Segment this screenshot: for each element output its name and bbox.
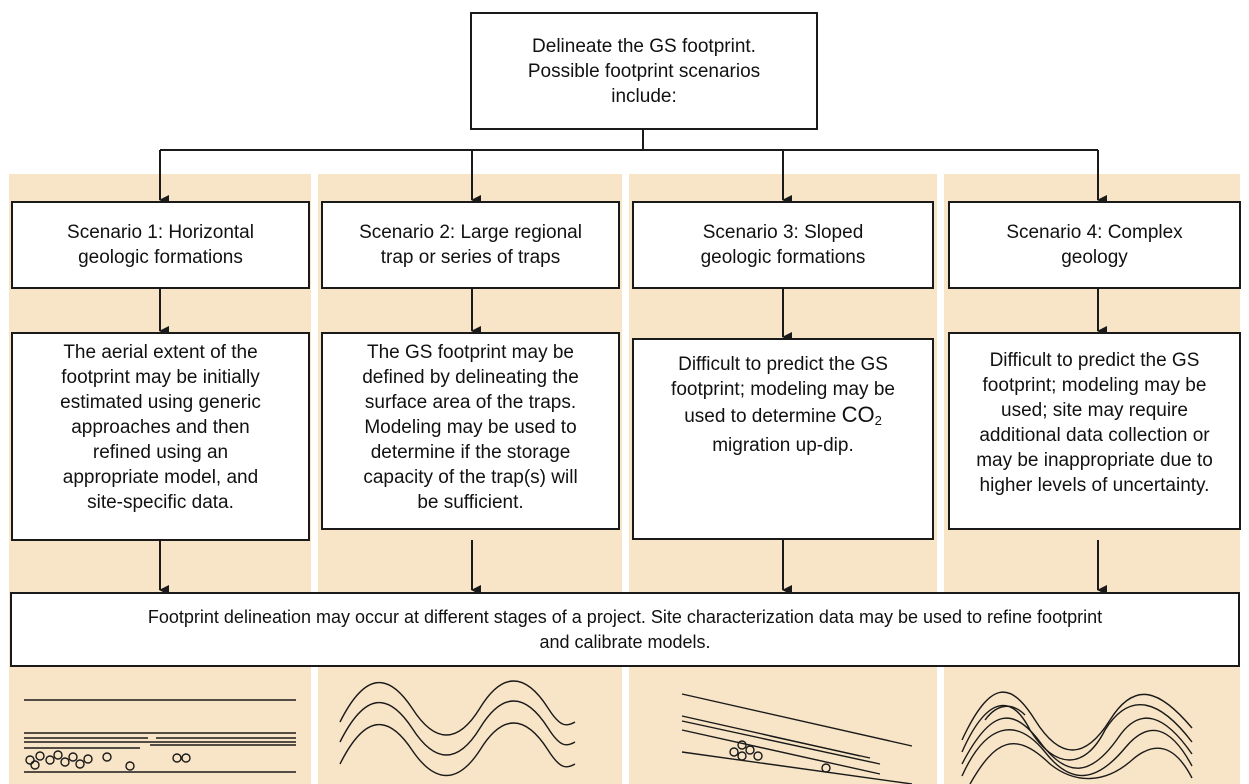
scenario-2-title-line-1: Scenario 2: Large regional xyxy=(359,222,582,243)
co2-main: CO xyxy=(841,402,875,427)
scenario-2-title-box: Scenario 2: Large regional trap or serie… xyxy=(321,201,620,289)
top-box-line-2: Possible footprint scenarios xyxy=(527,60,761,82)
scenario-2-body-line-4: Modeling may be used to xyxy=(364,417,577,438)
scenario-3-body-box: Difficult to predict the GS footprint; m… xyxy=(632,338,934,540)
scenario-2-body-line-7: be sufficient. xyxy=(417,492,524,513)
scenario-4-title-box: Scenario 4: Complex geology xyxy=(948,201,1241,289)
scenario-4-body-line-1: Difficult to predict the GS xyxy=(989,350,1200,371)
scenario-1-body-line-5: refined using an xyxy=(92,442,229,463)
scenario-2-body-box: The GS footprint may be defined by delin… xyxy=(321,332,620,530)
scenario-2-body-line-2: defined by delineating the xyxy=(362,367,579,388)
scenario-4-title-line-2: geology xyxy=(1061,247,1128,268)
scenario-2-body-line-5: determine if the storage xyxy=(370,442,571,463)
scenario-2-body-line-3: surface area of the traps. xyxy=(364,392,577,413)
folded-traps-icon xyxy=(339,680,576,776)
top-box-line-1: Delineate the GS footprint. xyxy=(532,35,756,57)
scenario-4-body-line-5: may be inappropriate due to xyxy=(976,450,1213,471)
scenario-1-body-line-2: footprint may be initially xyxy=(61,367,260,388)
complex-geology-icon xyxy=(961,691,1193,784)
horizontal-layers-icon xyxy=(24,699,296,773)
scenario-3-body-line-4: migration up-dip. xyxy=(712,435,854,456)
scenario-4-body-line-4: additional data collection or xyxy=(979,425,1210,446)
scenario-4-body-line-2: footprint; modeling may be xyxy=(982,375,1207,396)
co2-subscript: 2 xyxy=(874,413,882,428)
scenario-1-body-line-7: site-specific data. xyxy=(87,492,234,513)
scenario-3-title-line-1: Scenario 3: Sloped xyxy=(702,222,864,243)
scenario-1-body-line-6: appropriate model, and xyxy=(62,467,259,488)
scenario-1-title-line-1: Scenario 1: Horizontal xyxy=(67,222,254,243)
scenario-3-title-box: Scenario 3: Sloped geologic formations xyxy=(632,201,934,289)
scenario-3-title-line-2: geologic formations xyxy=(700,247,866,268)
scenario-4-body-line-6: higher levels of uncertainty. xyxy=(979,475,1210,496)
top-box: Delineate the GS footprint. Possible foo… xyxy=(470,12,818,130)
bottom-box-line-2: and calibrate models. xyxy=(539,631,711,652)
scenario-2-body-line-6: capacity of the trap(s) will xyxy=(363,467,578,488)
scenario-4-body-line-3: used; site may require xyxy=(1001,400,1188,421)
scenario-1-body-line-4: approaches and then xyxy=(71,417,250,438)
scenario-1-body-line-1: The aerial extent of the xyxy=(63,342,258,363)
scenario-1-title-box: Scenario 1: Horizontal geologic formatio… xyxy=(11,201,310,289)
scenario-3-body-co2-prefix: used to determine xyxy=(684,406,842,427)
scenario-2-body-line-1: The GS footprint may be xyxy=(367,342,574,363)
scenario-1-body-line-3: estimated using generic xyxy=(60,392,261,413)
scenario-2-title-line-2: trap or series of traps xyxy=(380,247,561,268)
scenario-3-body-line-3: used to determine CO2 xyxy=(671,402,895,433)
scenario-1-body-box: The aerial extent of the footprint may b… xyxy=(11,332,310,541)
bottom-box-line-1: Footprint delineation may occur at diffe… xyxy=(147,606,1103,627)
sloped-layers-icon xyxy=(681,693,913,784)
scenario-4-body-box: Difficult to predict the GS footprint; m… xyxy=(948,332,1241,530)
co2-formula: CO2 xyxy=(841,402,882,428)
bottom-box: Footprint delineation may occur at diffe… xyxy=(10,592,1240,667)
scenario-4-title-line-1: Scenario 4: Complex xyxy=(1006,222,1183,243)
scenario-3-body-line-1: Difficult to predict the GS xyxy=(678,354,888,375)
scenario-1-title-line-2: geologic formations xyxy=(78,247,243,268)
scenario-3-body-line-2: footprint; modeling may be xyxy=(671,379,895,400)
top-box-line-3: include: xyxy=(611,85,677,107)
